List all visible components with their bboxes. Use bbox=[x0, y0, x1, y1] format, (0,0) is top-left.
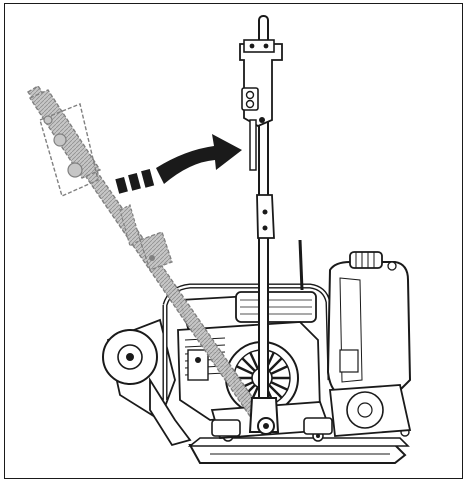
transport-wheel bbox=[102, 318, 192, 447]
fuel-tank bbox=[326, 251, 412, 397]
shock-mounts bbox=[211, 417, 333, 437]
exciter-housing bbox=[329, 384, 412, 437]
handle-upright-icon bbox=[239, 15, 304, 435]
curved-arrow-icon bbox=[115, 134, 242, 194]
